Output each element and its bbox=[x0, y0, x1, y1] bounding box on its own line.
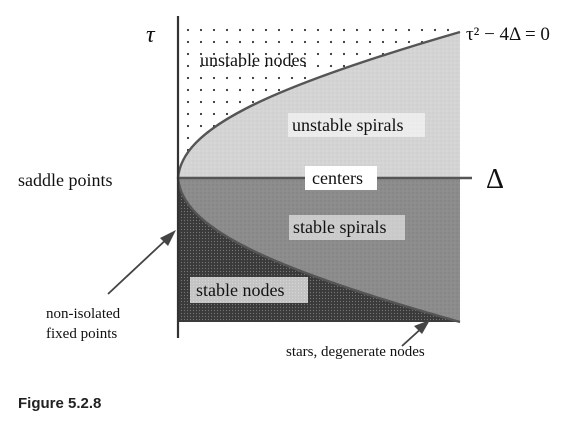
non-isolated-label-line2: fixed points bbox=[46, 326, 117, 342]
stable-spirals-label-bg bbox=[289, 215, 405, 240]
delta-axis-label: Δ bbox=[486, 164, 504, 195]
curve-equation-label: τ² − 4Δ = 0 bbox=[466, 24, 550, 45]
centers-label-bg bbox=[305, 166, 377, 190]
stable-spirals-label: stable spirals bbox=[293, 217, 386, 237]
unstable-spirals-label-bg bbox=[288, 113, 425, 137]
tau-axis-label: τ bbox=[146, 22, 156, 48]
non-isolated-label-line1: non-isolated bbox=[46, 306, 121, 322]
non-isolated-arrow-head bbox=[160, 230, 176, 246]
stable-spirals-region bbox=[178, 178, 460, 322]
stable-nodes-label-bg bbox=[190, 277, 308, 303]
centers-label: centers bbox=[312, 168, 363, 188]
stars-arrow-head bbox=[414, 320, 430, 334]
figure-label: Figure 5.2.8 bbox=[18, 395, 102, 412]
unstable-nodes-label: unstable nodes bbox=[200, 50, 306, 70]
stable-nodes-label: stable nodes bbox=[196, 280, 284, 300]
unstable-spirals-region bbox=[178, 32, 460, 178]
unstable-spirals-label: unstable spirals bbox=[292, 115, 403, 135]
saddle-points-label: saddle points bbox=[18, 170, 113, 190]
non-isolated-arrow-line bbox=[107, 235, 171, 295]
stars-label: stars, degenerate nodes bbox=[286, 344, 425, 360]
